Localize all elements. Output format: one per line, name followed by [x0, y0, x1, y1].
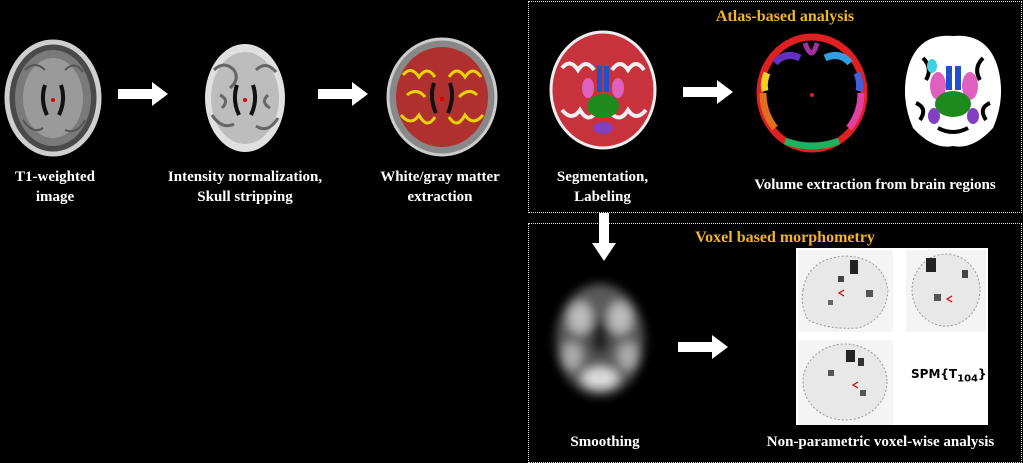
- smoothed-brain-image: [556, 284, 644, 396]
- atlas-based-analysis-title: Atlas-based analysis: [715, 8, 855, 25]
- right-arrow-icon: [318, 82, 368, 106]
- subcortical-regions-image: [904, 35, 1002, 147]
- cortical-parcellation-image: [756, 33, 868, 153]
- spm-label-close: }: [977, 367, 987, 381]
- caption-smoothing: Smoothing: [570, 434, 640, 450]
- white-gray-matter-brain-image: [386, 37, 498, 157]
- right-arrow-icon: [118, 82, 168, 106]
- skull-stripped-brain-image: [205, 44, 285, 152]
- caption-volume-extraction: Volume extraction from brain regions: [754, 177, 996, 193]
- down-arrow-icon: [592, 213, 616, 261]
- glass-brain-axial-view: [798, 340, 893, 425]
- voxel-based-morphometry-title: Voxel based morphometry: [695, 229, 875, 246]
- caption-segmentation-labeling: Segmentation, Labeling: [556, 169, 649, 205]
- caption-t1-weighted: T1-weighted image: [15, 169, 95, 205]
- spm-label-subscript: 104: [957, 373, 978, 385]
- t1-weighted-brain-image: [4, 39, 102, 157]
- right-arrow-icon: [683, 80, 733, 104]
- caption-intensity-normalization: Intensity normalization, Skull stripping: [167, 169, 323, 205]
- atlas-based-analysis-box: [528, 1, 1022, 213]
- segmentation-labeling-brain-image: [549, 30, 657, 150]
- spm-label-text: SPM{T: [911, 367, 958, 381]
- right-arrow-icon: [678, 335, 728, 359]
- glass-brain-sagittal-view: [798, 250, 893, 332]
- spm-statistic-label: SPM{T104}: [911, 367, 987, 384]
- glass-brain-coronal-view: [906, 250, 986, 332]
- caption-white-gray-matter: White/gray matter extraction: [380, 169, 500, 205]
- caption-non-parametric-analysis: Non-parametric voxel-wise analysis: [766, 434, 995, 450]
